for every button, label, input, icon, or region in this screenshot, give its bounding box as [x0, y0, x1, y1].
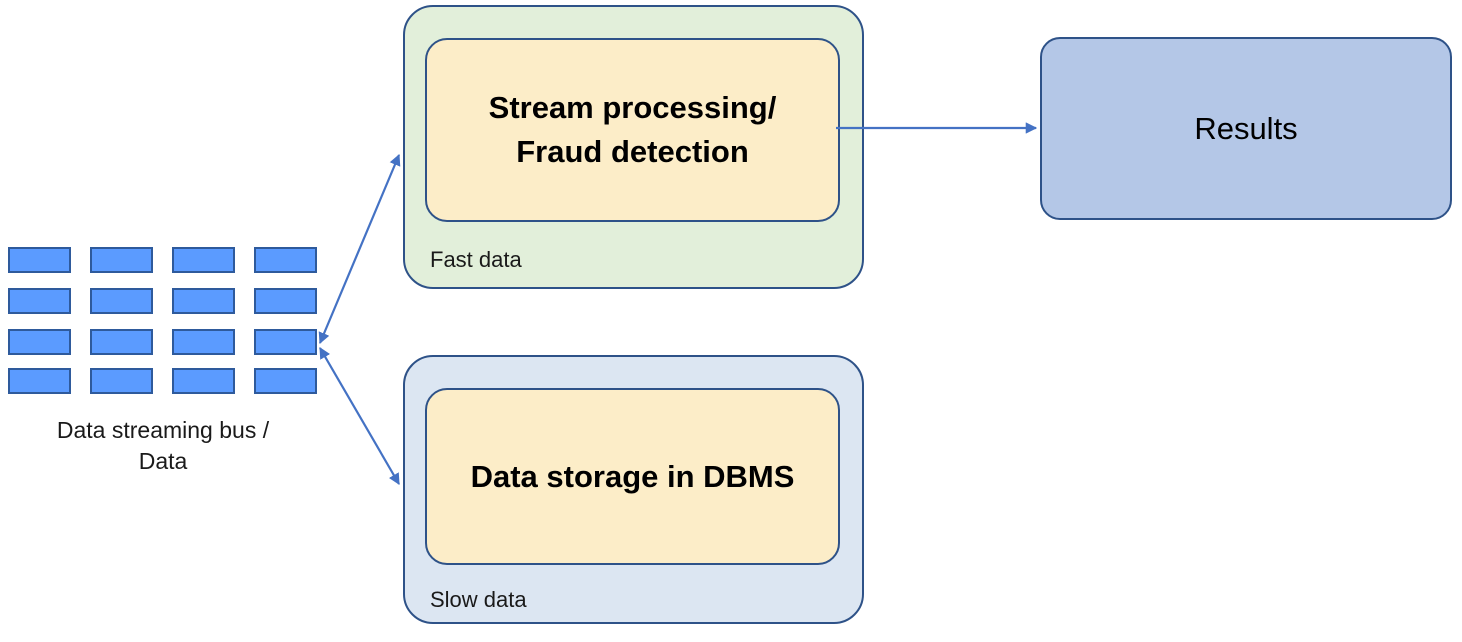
- slow-data-group: Data storage in DBMS Slow data: [403, 355, 864, 624]
- bus-cell: [254, 247, 317, 273]
- data-storage-in-dbms-node: Data storage in DBMS: [425, 388, 840, 565]
- bus-cell: [172, 247, 235, 273]
- fast-data-group: Stream processing/ Fraud detection Fast …: [403, 5, 864, 289]
- bus-cell: [90, 288, 153, 314]
- bus-cell: [8, 329, 71, 355]
- bus-cell: [254, 288, 317, 314]
- bus-cell: [172, 329, 235, 355]
- fast-data-group-label: Fast data: [430, 247, 522, 272]
- bus-cell: [8, 247, 71, 273]
- bus-cell: [90, 247, 153, 273]
- data-streaming-bus-label: Data streaming bus / Data: [56, 417, 270, 474]
- bus-cell: [254, 368, 317, 394]
- results-node: Results: [1040, 37, 1452, 220]
- bus-cell: [172, 368, 235, 394]
- stream-processing-fraud-detection-node: Stream processing/ Fraud detection: [425, 38, 840, 222]
- bus-cell: [90, 368, 153, 394]
- bus-cell: [254, 329, 317, 355]
- connector-bus-to-slow: [319, 347, 400, 485]
- connector-bus-to-fast: [318, 153, 401, 345]
- slow-data-group-label: Slow data: [430, 587, 527, 612]
- bus-cell: [90, 329, 153, 355]
- bus-cell: [8, 288, 71, 314]
- bus-cell: [172, 288, 235, 314]
- data-streaming-bus-grid-icon: [8, 247, 318, 397]
- bus-cell: [8, 368, 71, 394]
